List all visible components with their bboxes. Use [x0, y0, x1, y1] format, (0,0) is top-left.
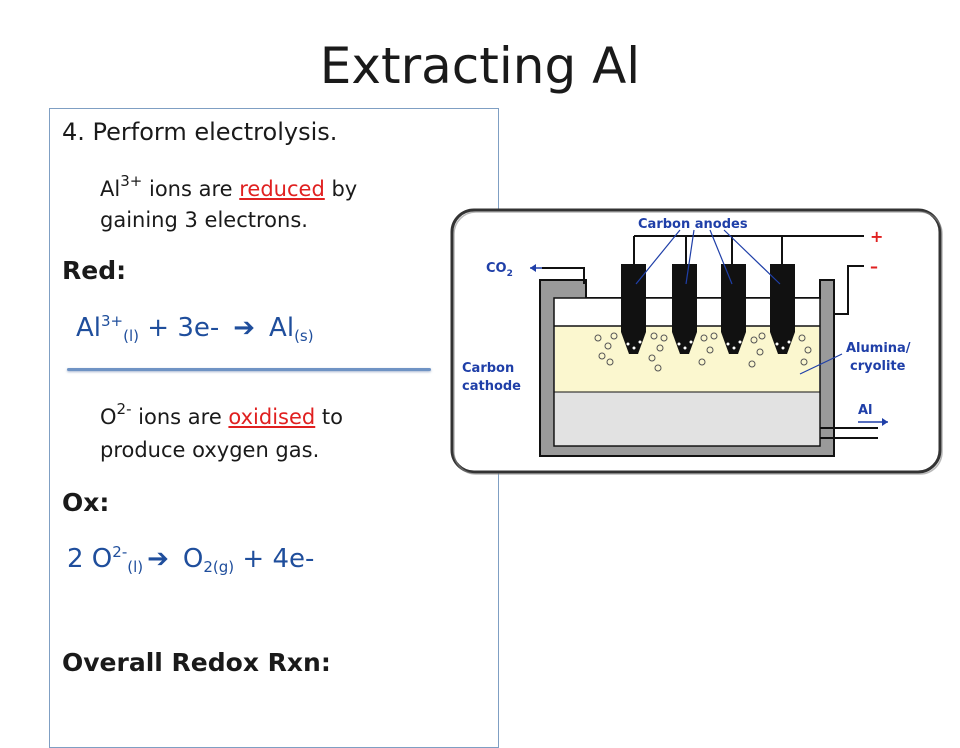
- text: to: [315, 405, 344, 429]
- reduction-equation: Al3+(l) + 3e-➔Al(s): [76, 312, 314, 345]
- text: ions are: [142, 177, 240, 201]
- oxidation-equation: 2 O2-(l)➔ O2(g) + 4e-: [67, 543, 314, 576]
- eq-reactant: 2 O: [67, 544, 113, 574]
- eq-charge: 2-: [112, 543, 128, 561]
- label-minus: –: [870, 257, 878, 276]
- label-pointers: [635, 229, 843, 375]
- text: ions are: [131, 405, 229, 429]
- page-title: Extracting Al: [319, 37, 641, 95]
- eq-charge: 3+: [101, 312, 124, 330]
- divider: [67, 368, 431, 371]
- eq-product: O: [182, 544, 204, 574]
- oxidation-line-1: O2- ions are oxidised to: [100, 400, 343, 429]
- ion-o: O: [100, 405, 117, 429]
- label-carbon-anodes: Carbon anodes: [638, 217, 748, 232]
- oxidation-heading: Ox:: [62, 488, 110, 517]
- electrolysis-diagram: Carbon anodes CO2 Carbon cathode Alumina…: [450, 208, 943, 475]
- ion-charge: 2-: [116, 400, 132, 418]
- cathode-wire: [834, 265, 864, 315]
- label-alumina: Alumina/: [846, 341, 911, 356]
- reduction-heading: Red:: [62, 256, 127, 285]
- label-plus: +: [870, 227, 883, 246]
- label-co2: CO2: [486, 261, 513, 279]
- co2-pipe: [542, 267, 585, 284]
- label-cathode: cathode: [462, 379, 521, 394]
- eq-state: (l): [127, 558, 144, 576]
- label-cryolite: cryolite: [850, 359, 906, 374]
- reduction-line-1: Al3+ ions are reduced by: [100, 172, 357, 201]
- ion-charge: 3+: [120, 172, 143, 190]
- label-carbon: Carbon: [462, 361, 514, 376]
- eq-state: (s): [294, 327, 314, 345]
- anode: [721, 264, 746, 354]
- arrow-icon: ➔: [147, 544, 169, 574]
- keyword-reduced: reduced: [239, 177, 325, 201]
- molten-al-layer: [555, 392, 819, 445]
- arrow-icon: ➔: [233, 313, 256, 343]
- reduction-line-2: gaining 3 electrons.: [100, 208, 308, 232]
- eq-state: (l): [123, 327, 140, 345]
- ion-al: Al: [100, 177, 121, 201]
- anode: [770, 264, 795, 354]
- text: by: [324, 177, 358, 201]
- overall-heading: Overall Redox Rxn:: [62, 648, 331, 677]
- eq-product: Al: [269, 313, 295, 343]
- gas-bubbles: [594, 332, 812, 372]
- anode: [672, 264, 697, 354]
- step-heading: 4. Perform electrolysis.: [62, 118, 338, 146]
- diagram-frame-shadow: [453, 211, 943, 475]
- anode: [621, 264, 646, 354]
- oxidation-line-2: produce oxygen gas.: [100, 438, 320, 462]
- eq-state: 2(g): [203, 558, 235, 576]
- keyword-oxidised: oxidised: [228, 405, 316, 429]
- eq-electrons: + 4e-: [234, 544, 315, 574]
- eq-electrons: + 3e-: [139, 313, 220, 343]
- label-al: Al: [858, 403, 873, 418]
- eq-reactant: Al: [76, 313, 102, 343]
